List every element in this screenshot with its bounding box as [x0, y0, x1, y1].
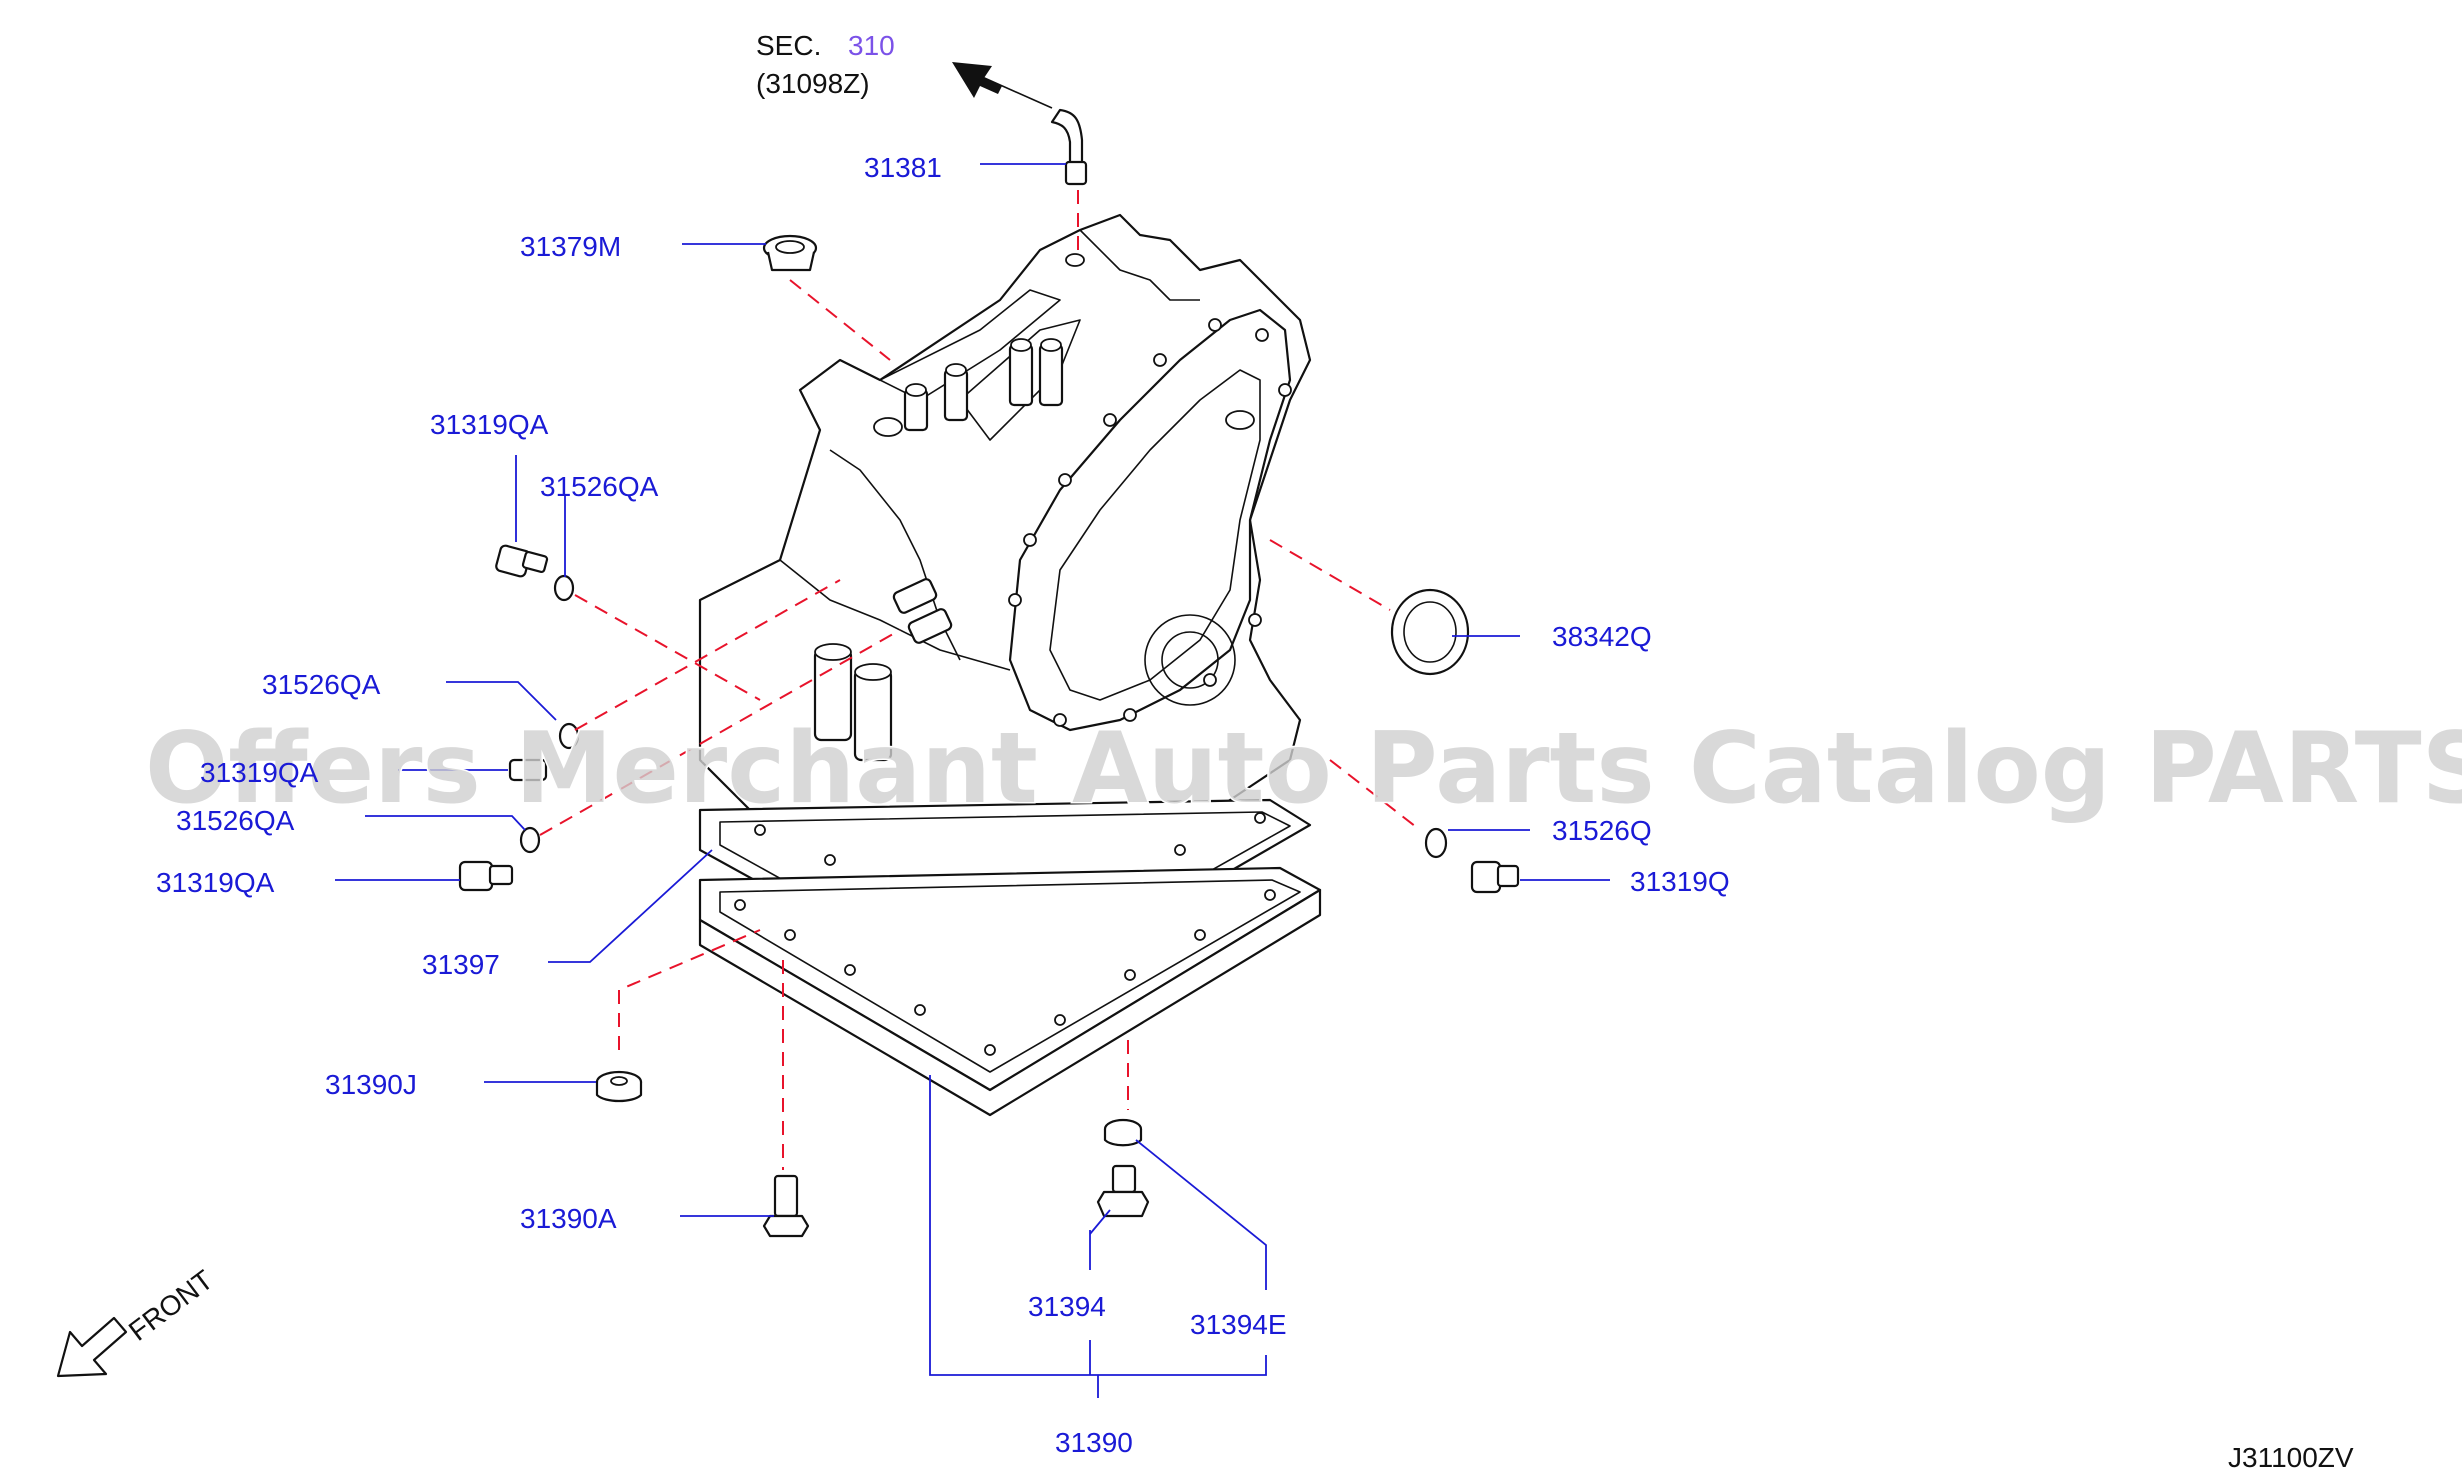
bolt-dots — [1008, 318, 1292, 727]
part-label-31394[interactable]: 31394 — [1028, 1291, 1106, 1322]
part-labels: 31381 31379M 31319QA 31526QA 38342Q 3152… — [156, 152, 1730, 1458]
part-label-31319q[interactable]: 31319Q — [1630, 866, 1730, 897]
part-leader-lines — [335, 163, 1610, 1398]
watermark-text: Offers Merchant Auto Parts Catalog PARTS… — [145, 712, 2462, 826]
part-label-31319qa-top[interactable]: 31319QA — [430, 409, 549, 440]
part-label-31526qa-mid[interactable]: 31526QA — [262, 669, 381, 700]
part-label-31390j[interactable]: 31390J — [325, 1069, 417, 1100]
transmission-case-drawing — [698, 213, 1312, 922]
small-parts — [458, 108, 1520, 1238]
part-label-31390a[interactable]: 31390A — [520, 1203, 617, 1234]
part-label-31319qa-mid[interactable]: 31319QA — [200, 757, 319, 788]
part-label-31526q[interactable]: 31526Q — [1552, 815, 1652, 846]
part-label-31394e[interactable]: 31394E — [1190, 1309, 1287, 1340]
part-label-38342q[interactable]: 38342Q — [1552, 621, 1652, 652]
part-label-31526qa-low[interactable]: 31526QA — [176, 805, 295, 836]
section-subcode: (31098Z) — [756, 68, 870, 99]
arrow-up-left-icon — [952, 62, 1002, 98]
section-arrow — [952, 62, 1053, 109]
front-label: FRONT — [123, 1264, 219, 1347]
assembly-dashed-lines — [539, 190, 1421, 1170]
part-label-31390[interactable]: 31390 — [1055, 1427, 1133, 1458]
part-label-31397[interactable]: 31397 — [422, 949, 500, 980]
section-reference[interactable]: SEC. 310 (31098Z) — [756, 30, 895, 99]
front-arrow-icon — [56, 1316, 128, 1378]
section-prefix: SEC. — [756, 30, 821, 61]
part-label-31319qa-low[interactable]: 31319QA — [156, 867, 275, 898]
front-direction-indicator: FRONT — [56, 1264, 219, 1378]
oil-pan-31390-drawing — [698, 866, 1322, 1117]
part-label-31526qa-top[interactable]: 31526QA — [540, 471, 659, 502]
part-label-31381[interactable]: 31381 — [864, 152, 942, 183]
part-label-31379m[interactable]: 31379M — [520, 231, 621, 262]
section-number-link[interactable]: 310 — [848, 30, 895, 61]
diagram-code: J31100ZV — [2228, 1442, 2354, 1473]
